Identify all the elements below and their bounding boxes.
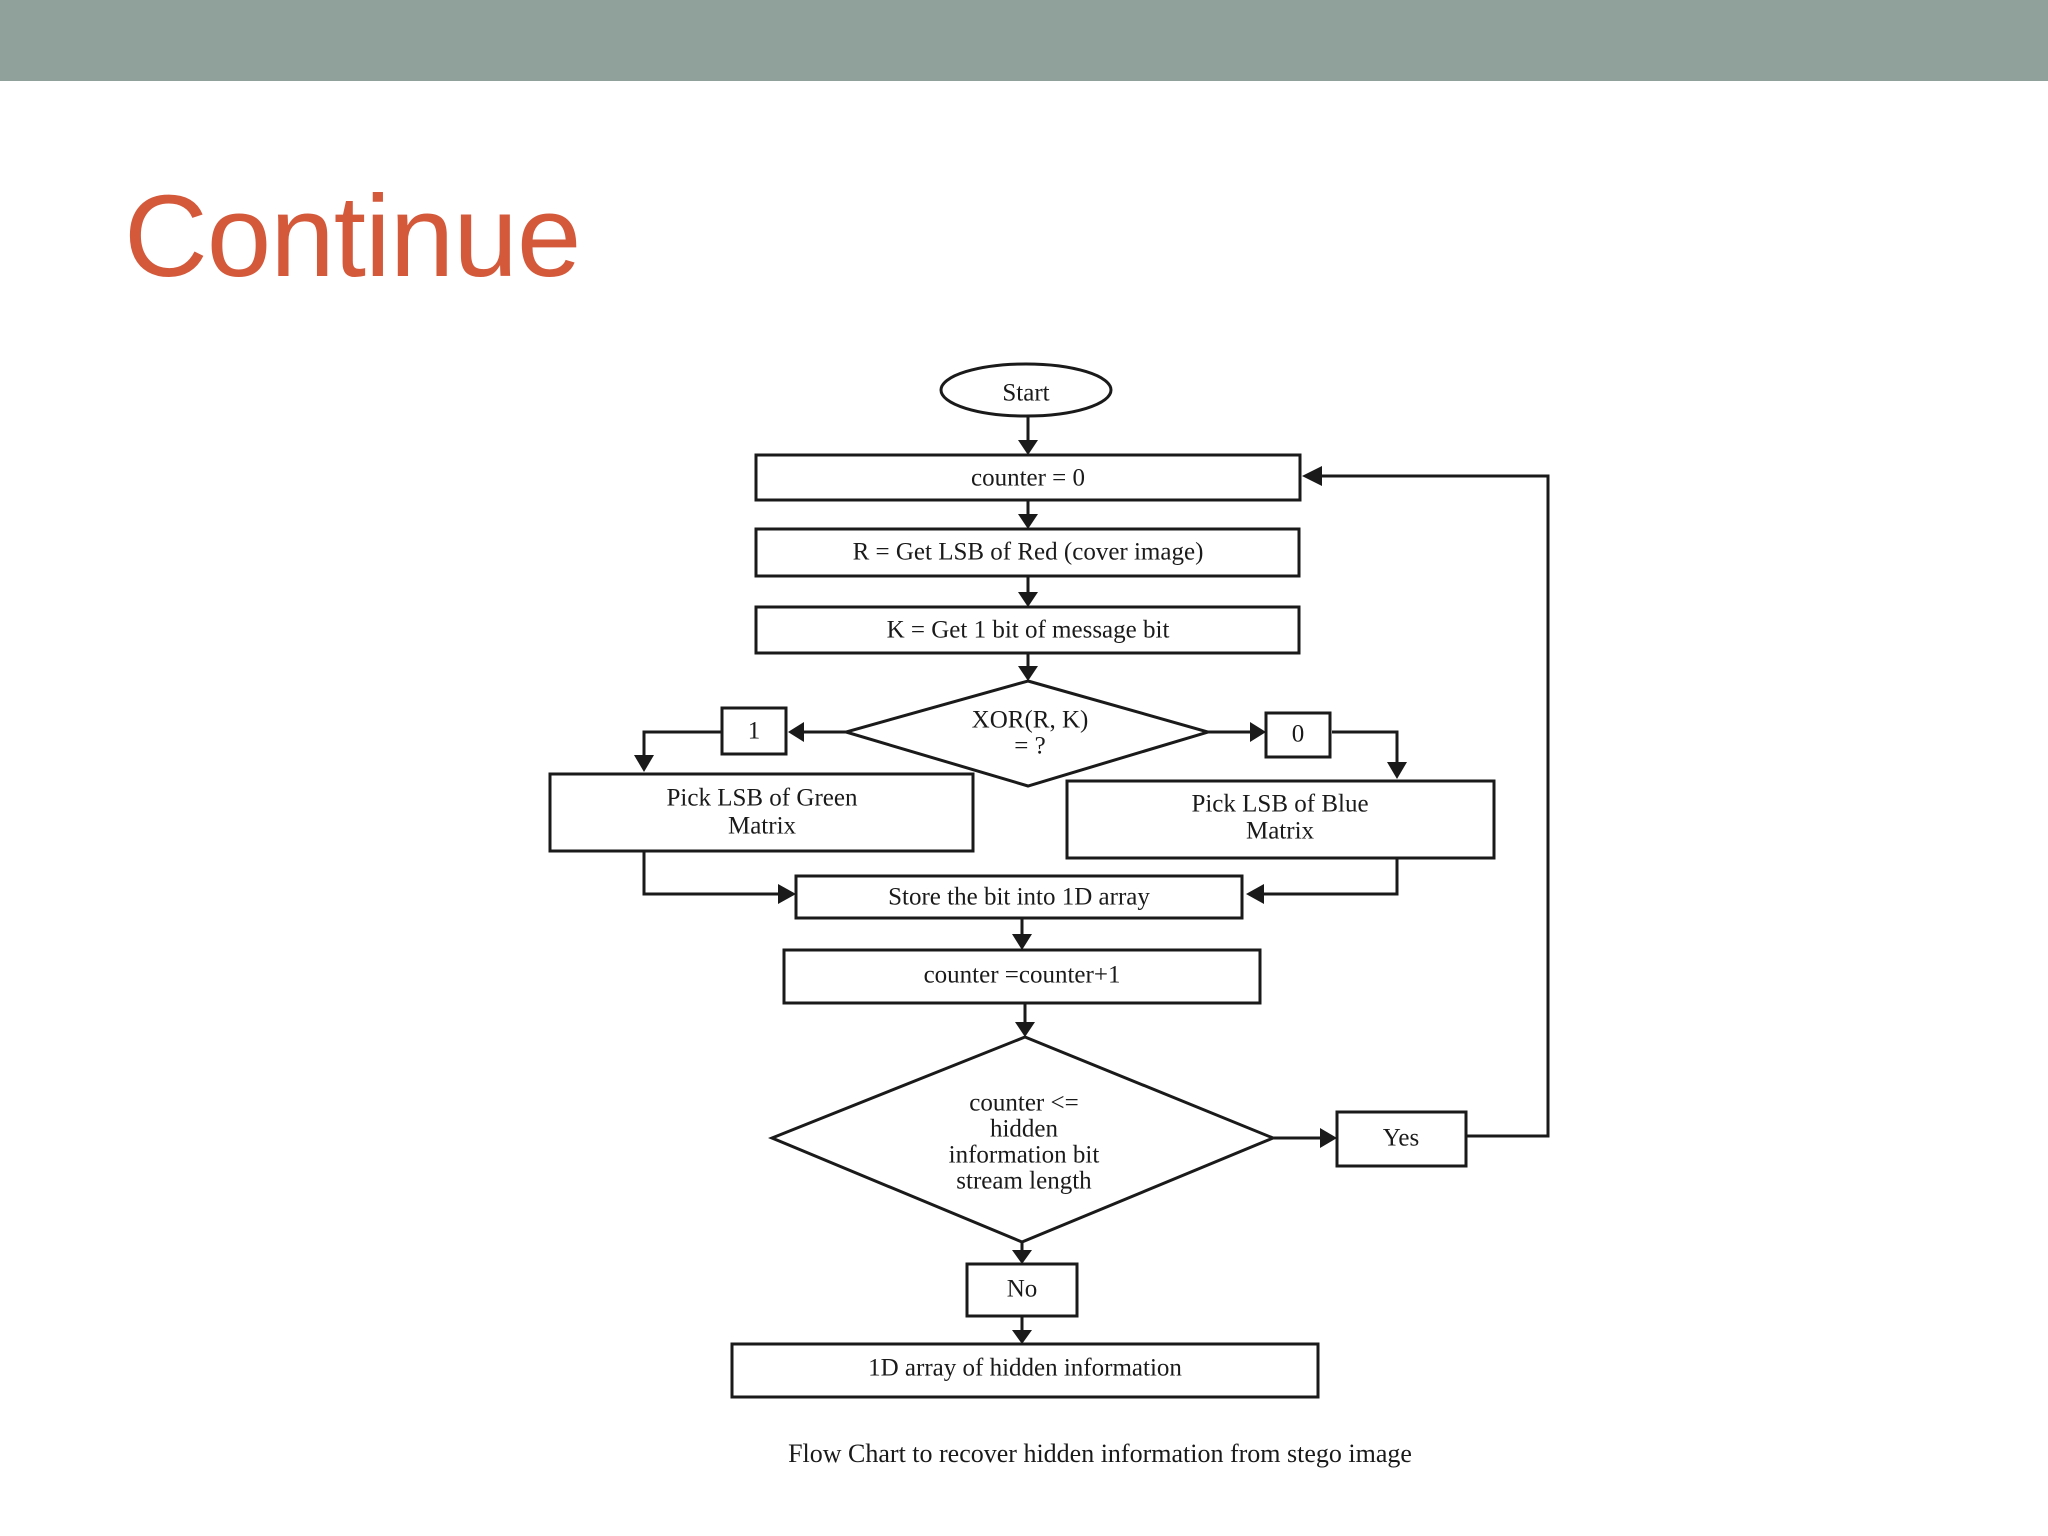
length-decision: counter <= hidden information bit stream…	[768, 1035, 1277, 1244]
end-label: 1D array of hidden information	[868, 1355, 1182, 1382]
branch-zero-box: 0	[1264, 711, 1332, 759]
slide-title: Continue	[124, 171, 581, 301]
flowchart-caption: Flow Chart to recover hidden information…	[788, 1439, 1412, 1468]
xor-decision: XOR(R, K) = ?	[840, 679, 1214, 788]
length-decision-line1: counter <=	[969, 1090, 1078, 1117]
get-red-lsb-box: R = Get LSB of Red (cover image)	[754, 527, 1301, 578]
xor-decision-line1: XOR(R, K)	[972, 707, 1089, 734]
pick-green-box: Pick LSB of Green Matrix	[548, 772, 975, 853]
start-label: Start	[1002, 380, 1049, 407]
init-counter-label: counter = 0	[971, 465, 1085, 492]
no-label: No	[1007, 1276, 1038, 1303]
pick-blue-line1: Pick LSB of Blue	[1191, 791, 1368, 818]
increment-counter-label: counter =counter+1	[924, 962, 1121, 989]
pick-blue-box: Pick LSB of Blue Matrix	[1065, 779, 1496, 860]
branch-zero-label: 0	[1292, 721, 1305, 748]
no-box: No	[965, 1262, 1079, 1318]
length-decision-line3: information bit	[949, 1142, 1100, 1169]
pick-green-line2: Matrix	[728, 813, 797, 840]
branch-one-box: 1	[720, 706, 788, 756]
pick-green-line1: Pick LSB of Green	[667, 785, 858, 812]
length-decision-line4: stream length	[956, 1168, 1092, 1195]
get-red-lsb-label: R = Get LSB of Red (cover image)	[853, 539, 1204, 566]
get-message-bit-box: K = Get 1 bit of message bit	[754, 605, 1301, 655]
xor-decision-line2: = ?	[1014, 733, 1045, 760]
yes-label: Yes	[1383, 1125, 1419, 1152]
end-box: 1D array of hidden information	[730, 1342, 1320, 1399]
init-counter-box: counter = 0	[754, 453, 1302, 502]
yes-box: Yes	[1335, 1110, 1468, 1168]
flow-arrowheads	[634, 440, 1407, 1344]
get-message-bit-label: K = Get 1 bit of message bit	[887, 617, 1170, 644]
start-terminal: Start	[939, 362, 1113, 418]
store-bit-label: Store the bit into 1D array	[888, 884, 1150, 911]
branch-one-label: 1	[748, 718, 761, 745]
store-bit-box: Store the bit into 1D array	[794, 874, 1244, 920]
length-decision-line2: hidden	[990, 1116, 1059, 1143]
flow-connectors	[642, 416, 1550, 1330]
slide-header-bar	[0, 0, 2048, 81]
pick-blue-line2: Matrix	[1246, 818, 1315, 845]
increment-counter-box: counter =counter+1	[782, 948, 1262, 1005]
